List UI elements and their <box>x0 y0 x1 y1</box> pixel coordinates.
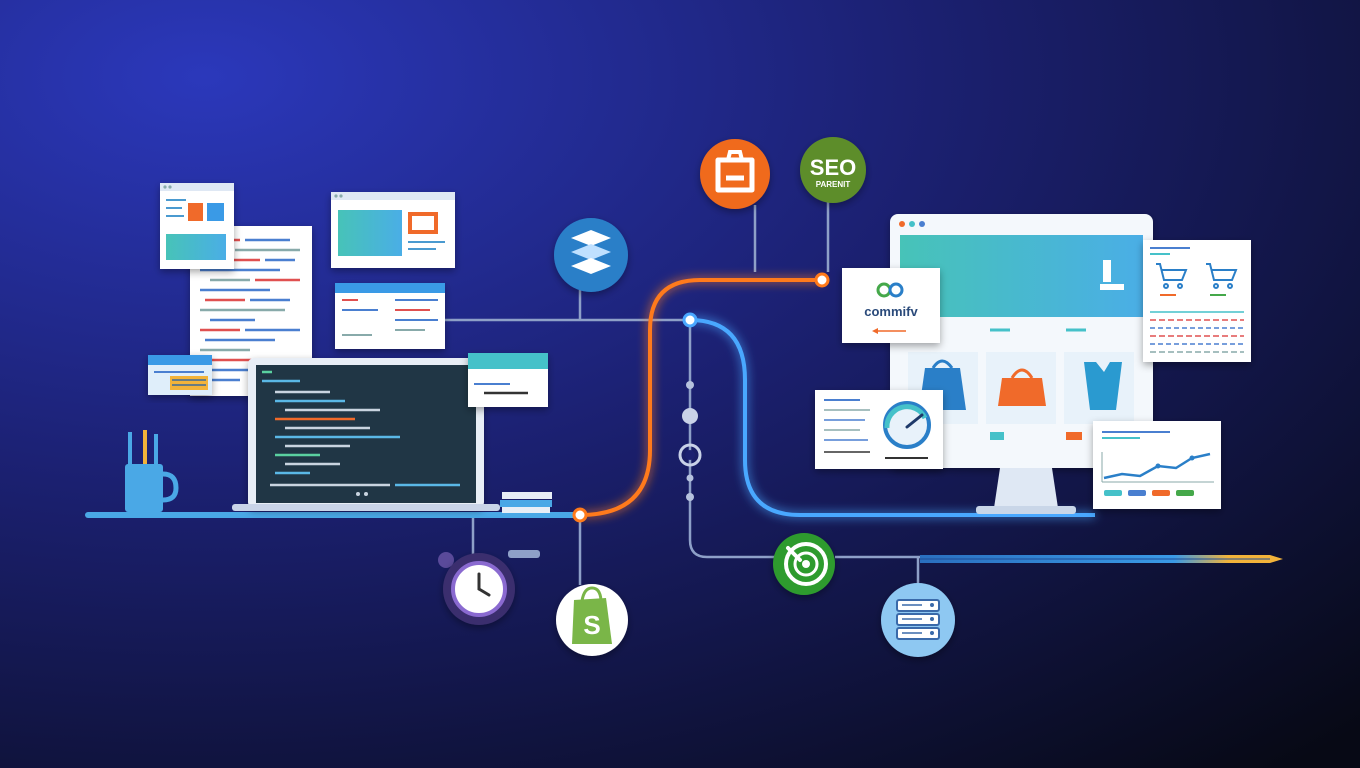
pen-cup <box>125 430 179 512</box>
box-icon <box>700 139 770 209</box>
server-icon <box>881 583 955 657</box>
target-icon <box>773 533 835 595</box>
info-card-laptop <box>468 353 548 407</box>
ecommerce-monitor <box>890 214 1153 514</box>
svg-text:S: S <box>583 610 600 640</box>
gauge-card <box>815 390 943 469</box>
gauge-icon <box>883 401 931 449</box>
analytics-chart-card <box>1093 421 1221 509</box>
commify-card: commifv <box>842 268 940 343</box>
layers-icon <box>554 218 628 292</box>
seo-badge-subtitle: PARENIT <box>816 180 851 189</box>
browser-window-middle <box>335 283 445 349</box>
browser-window-top <box>331 192 455 268</box>
code-editor-lines <box>262 370 460 487</box>
cart-card <box>1143 240 1251 362</box>
seo-badge-icon: SEO PARENIT <box>800 137 866 203</box>
connector-lines <box>85 200 1210 585</box>
shopify-bag-icon: S <box>556 584 628 656</box>
commify-logo-text: commifv <box>864 304 918 319</box>
pencil-decoration <box>920 555 1283 563</box>
books <box>500 492 552 513</box>
seo-badge-title: SEO <box>810 155 856 180</box>
cart-icon <box>1156 263 1238 289</box>
clock-icon <box>438 550 540 625</box>
laptop <box>232 358 500 511</box>
